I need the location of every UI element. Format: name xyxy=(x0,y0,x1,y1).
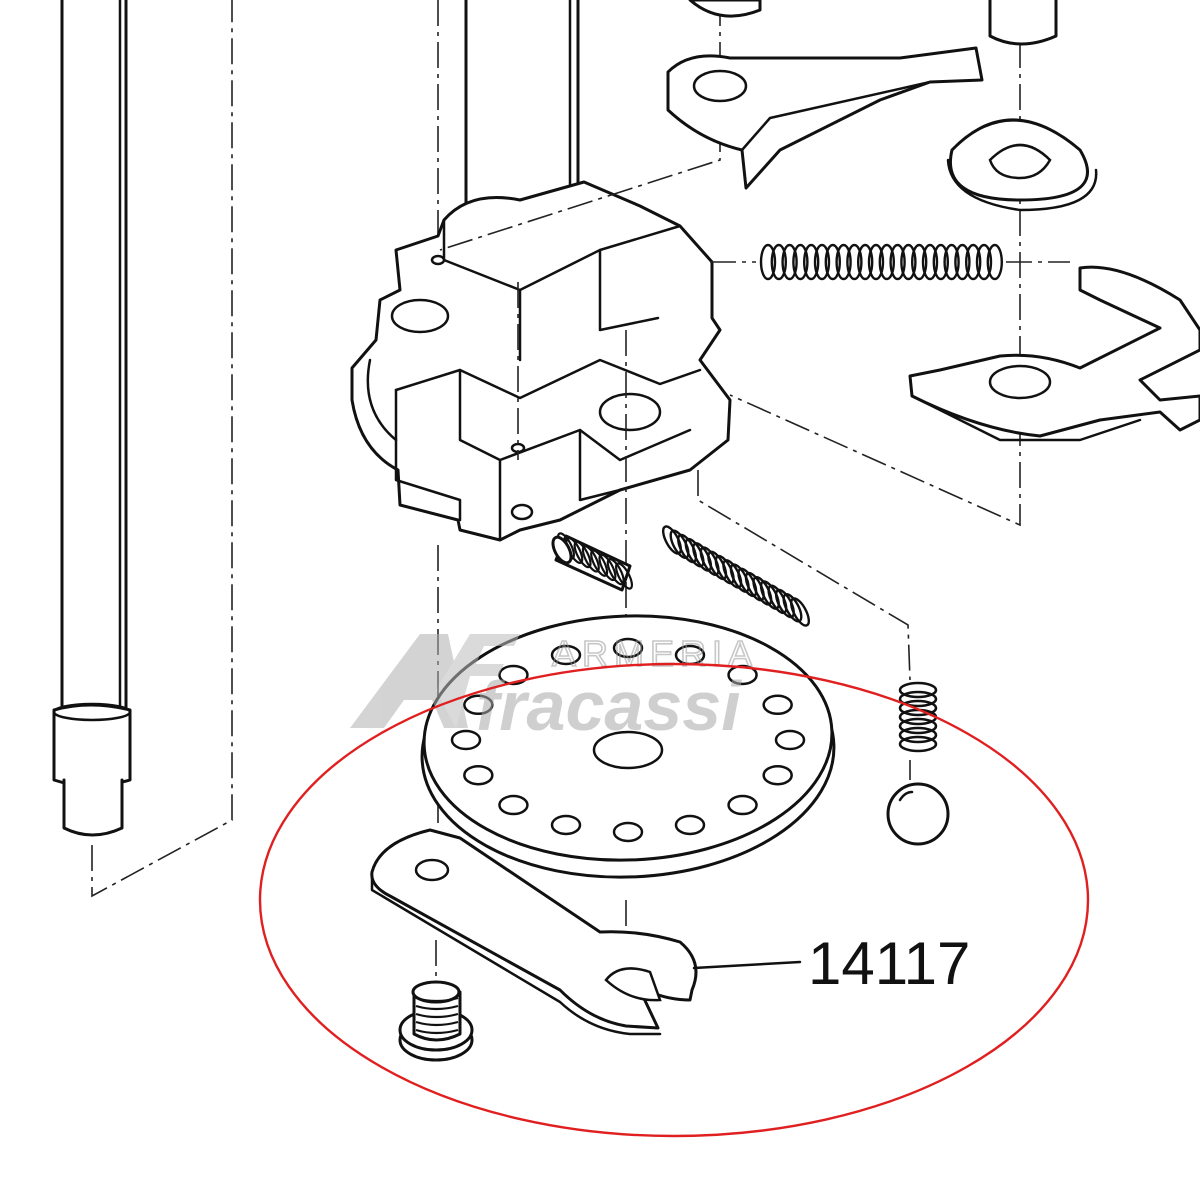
spring-coil xyxy=(898,699,938,717)
thread-ridge xyxy=(614,562,634,590)
thread-ridge xyxy=(415,1028,459,1035)
top-guide-line xyxy=(439,0,721,251)
horizontal-spring xyxy=(759,243,1003,281)
right-lever-plate xyxy=(908,265,1200,442)
disc-hole xyxy=(550,644,582,666)
disc-hole xyxy=(450,729,482,751)
top-fragment xyxy=(688,0,762,18)
spring-coil xyxy=(792,243,809,281)
disc-hole xyxy=(762,694,793,716)
spring-coil xyxy=(986,243,1003,281)
disc-hole xyxy=(612,821,644,843)
spring-coil xyxy=(803,243,820,281)
detent-ball xyxy=(886,782,950,846)
spring-coil xyxy=(878,243,895,281)
thread-ridge xyxy=(415,1020,459,1027)
spring-coil xyxy=(781,243,798,281)
spring-coil xyxy=(921,243,939,281)
left-guide-line xyxy=(91,0,233,898)
watermark-top-text: ARMERIA xyxy=(552,633,758,674)
disc-hole xyxy=(498,664,529,686)
spring-coil xyxy=(898,717,938,735)
spring-coil xyxy=(813,243,831,281)
spring-coil xyxy=(965,243,982,281)
detent-guide-line xyxy=(697,470,911,681)
upper-lever-plate xyxy=(666,46,984,190)
disc-hole xyxy=(498,794,529,816)
left-rod xyxy=(52,0,132,837)
watermark-logo: ARMERIA fracassi xyxy=(350,632,758,745)
disc-hole xyxy=(612,637,644,659)
spring-coil xyxy=(898,681,938,699)
flat-wrench xyxy=(370,828,698,1036)
spring-coil xyxy=(943,243,960,281)
spring-coil xyxy=(900,243,917,281)
detent-spring xyxy=(898,681,938,753)
spring-coil xyxy=(824,243,841,281)
diagonal-spring xyxy=(661,525,811,627)
disc-hole xyxy=(774,729,806,751)
watermark-main-text: fracassi xyxy=(476,667,742,745)
disc-hole xyxy=(727,794,758,816)
spring-coil xyxy=(932,243,949,281)
disc-hole xyxy=(550,814,582,836)
housing-block xyxy=(350,180,732,542)
spring-coil xyxy=(975,243,993,281)
right-pin xyxy=(988,0,1058,46)
leader-line xyxy=(692,960,802,970)
screw xyxy=(398,980,474,1062)
index-disc xyxy=(420,614,836,879)
spring-coil xyxy=(898,735,938,753)
spring-coil xyxy=(889,243,906,281)
triangular-washer xyxy=(946,118,1098,212)
spring-coil xyxy=(857,243,874,281)
thread-ridge xyxy=(415,1004,459,1011)
spring-coil xyxy=(789,597,811,627)
thread-ridge xyxy=(415,1012,459,1019)
disc-hole xyxy=(727,664,758,686)
disc-hole xyxy=(463,764,494,786)
spring-coil xyxy=(846,243,863,281)
spring-coil xyxy=(770,243,787,281)
disc-hole xyxy=(463,694,494,716)
disc-hole xyxy=(674,814,706,836)
spring-coil xyxy=(867,243,885,281)
spring-coil xyxy=(898,726,938,744)
spring-coil xyxy=(898,690,938,708)
thread-ridge xyxy=(415,996,459,1003)
highlight-ellipse xyxy=(258,662,1090,1138)
spring-coil xyxy=(911,243,928,281)
disc-hole xyxy=(762,764,793,786)
part-number-label: 14117 xyxy=(808,930,970,997)
grub-screw xyxy=(551,532,634,592)
spring-coil xyxy=(835,243,852,281)
spring-coil xyxy=(759,243,777,281)
spring-coil xyxy=(954,243,971,281)
